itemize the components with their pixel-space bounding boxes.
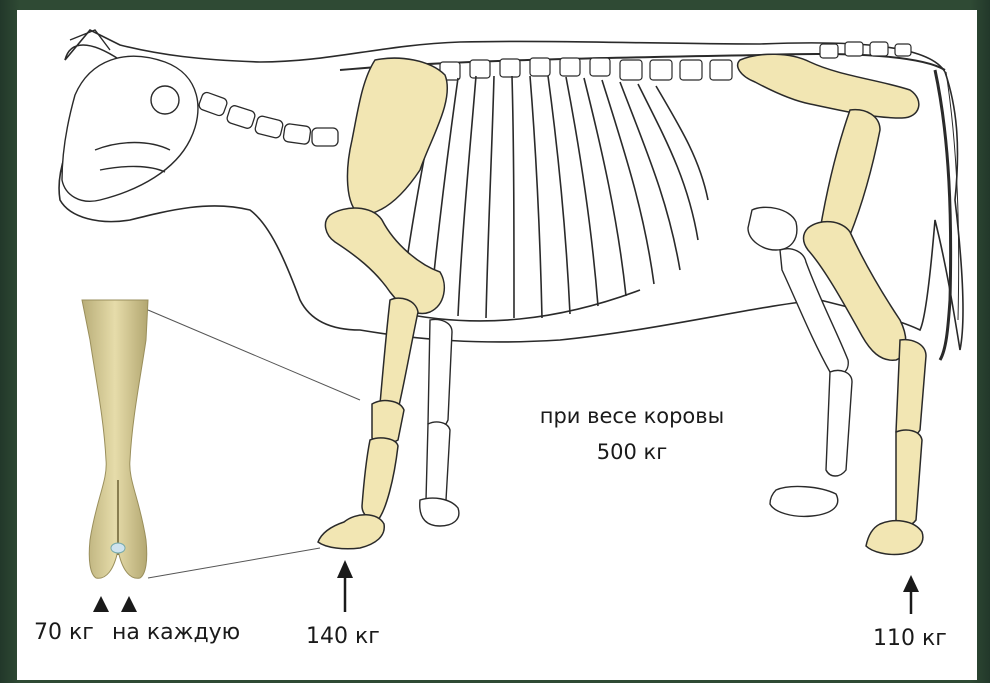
front-far-leg — [420, 320, 459, 527]
front-load-arrow — [337, 560, 353, 612]
triangle-marker-left — [93, 596, 109, 612]
triangle-marker-right — [121, 596, 137, 612]
hind-load-arrow — [903, 575, 919, 614]
caption-line-2: 500 кг — [502, 434, 762, 470]
caption-line-1: при весе коровы — [502, 398, 762, 434]
front-leg-load-label: 140 кг — [306, 624, 380, 649]
metacarpal-photo — [82, 300, 148, 578]
hind-leg-load-label: 110 кг — [873, 626, 947, 651]
connector-line-bottom — [148, 548, 320, 578]
hoof-half-load-label: 70 кг — [34, 620, 94, 645]
cow-weight-caption: при весе коровы 500 кг — [502, 398, 762, 470]
per-each-label: на каждую — [112, 620, 240, 645]
